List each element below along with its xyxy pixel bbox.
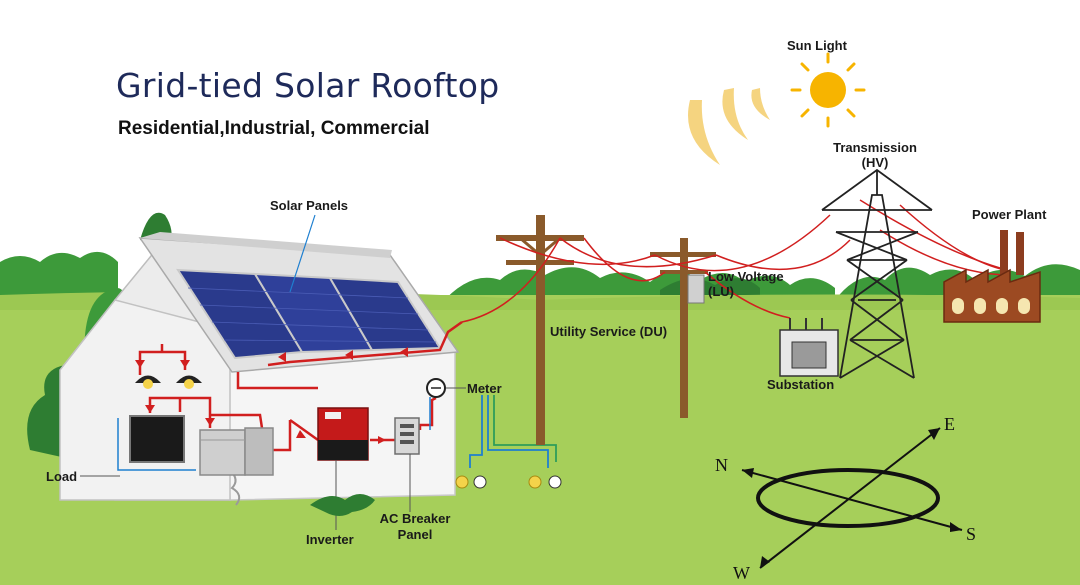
ac-breaker-label-line1: AC Breaker	[379, 511, 451, 526]
sun-light-label: Sun Light	[787, 38, 847, 53]
transmission-label: Transmission (HV)	[820, 140, 930, 170]
transmission-label-line1: Transmission	[833, 140, 917, 155]
ac-breaker-label: AC Breaker Panel	[370, 511, 460, 543]
low-voltage-label-line1: Low Voltage	[708, 269, 784, 284]
compass-rose	[741, 427, 963, 569]
tv-load	[129, 415, 185, 463]
utility-pole-2	[650, 238, 716, 418]
solar-panels-label: Solar Panels	[270, 198, 349, 213]
solar-panels-pointer	[289, 214, 316, 293]
compass-east: E	[944, 414, 955, 434]
power-plant-label: Power Plant	[972, 207, 1047, 222]
solar-panel-array	[176, 268, 442, 360]
substation	[779, 318, 839, 377]
power-plant	[943, 230, 1041, 323]
compass-arrows	[742, 428, 962, 568]
meter-faces	[455, 475, 562, 489]
power-lines	[461, 199, 1011, 323]
transmission-tower	[821, 168, 933, 379]
transmission-label-line2: (HV)	[861, 155, 889, 170]
sun-rays	[688, 88, 770, 165]
inverter-label: Inverter	[306, 532, 354, 547]
compass-north: N	[715, 455, 728, 475]
ac-breaker-label-line2: Panel	[397, 527, 433, 542]
plant	[310, 494, 375, 516]
meter-label: Meter	[467, 381, 502, 396]
ac-breaker-device	[394, 417, 420, 455]
low-voltage-label-line2: (LU)	[708, 284, 734, 299]
load-pointer	[117, 418, 196, 471]
load-label: Load	[46, 469, 78, 484]
page-subtitle: Residential,Industrial, Commercial	[118, 118, 430, 139]
meter-device	[426, 378, 446, 398]
page-title: Grid-tied Solar Rooftop	[116, 66, 500, 105]
compass-south: S	[966, 524, 977, 544]
meter-comparison-wires	[469, 395, 557, 468]
lamps	[135, 375, 202, 389]
wiring-arrows	[135, 347, 408, 444]
appliances-load	[199, 427, 274, 476]
inverter-device	[317, 407, 369, 461]
low-voltage-label: Low Voltage (LU)	[708, 269, 784, 299]
utility-service-label: Utility Service (DU)	[550, 324, 668, 339]
compass-west: W	[733, 563, 750, 583]
sun-icon	[790, 52, 866, 128]
substation-label: Substation	[767, 377, 835, 392]
